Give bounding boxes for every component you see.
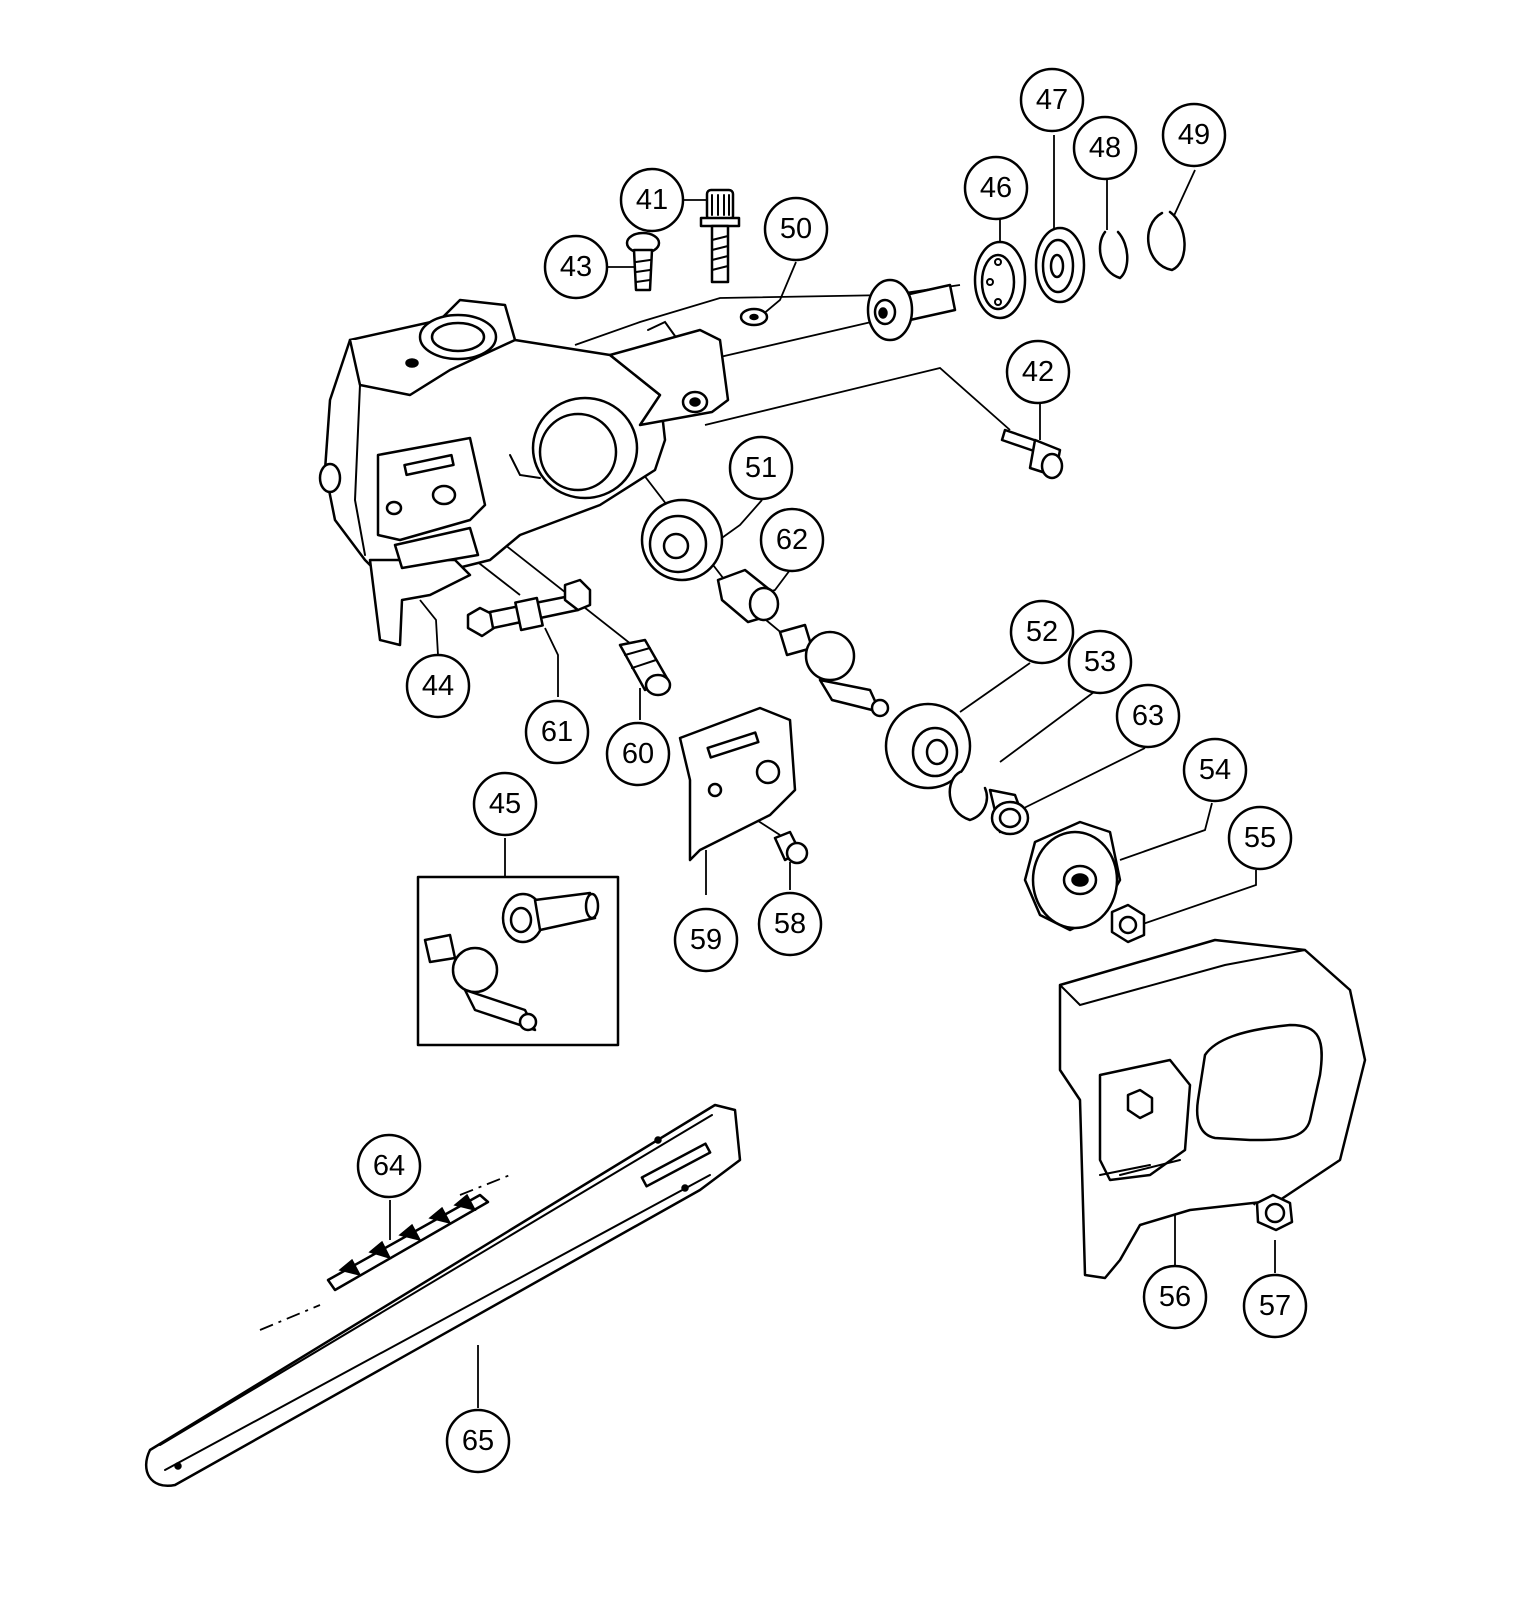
bearing-51 — [640, 498, 724, 582]
callout-44: 44 — [405, 653, 471, 719]
callout-57: 57 — [1242, 1273, 1308, 1339]
screw-58 — [773, 830, 809, 865]
saw-chain-64 — [326, 1193, 490, 1292]
callout-65: 65 — [445, 1408, 511, 1474]
pin-60 — [618, 638, 672, 697]
clip-53 — [948, 770, 989, 822]
circlip-49 — [1146, 210, 1186, 272]
callout-label-49: 49 — [1178, 119, 1210, 151]
callout-label-45: 45 — [489, 788, 521, 820]
callout-label-42: 42 — [1022, 356, 1054, 388]
callout-59: 59 — [673, 907, 739, 973]
gear-case-housing — [318, 298, 730, 647]
callout-label-56: 56 — [1159, 1281, 1191, 1313]
shaft-flange — [866, 278, 957, 342]
callout-63: 63 — [1115, 683, 1181, 749]
callout-64: 64 — [356, 1133, 422, 1199]
nut-57 — [1255, 1193, 1294, 1232]
callout-56: 56 — [1142, 1264, 1208, 1330]
callout-label-48: 48 — [1089, 132, 1121, 164]
nut-55 — [1110, 903, 1146, 944]
callout-label-44: 44 — [422, 670, 454, 702]
callout-51: 51 — [728, 435, 794, 501]
callout-label-60: 60 — [622, 738, 654, 770]
callout-48: 48 — [1072, 115, 1138, 181]
callout-label-61: 61 — [541, 716, 573, 748]
callout-label-65: 65 — [462, 1425, 494, 1457]
guide-plate-54 — [1023, 820, 1122, 932]
clip-48 — [1098, 230, 1129, 280]
guide-bar-65 — [144, 1103, 742, 1488]
callout-label-51: 51 — [745, 452, 777, 484]
callout-label-50: 50 — [780, 213, 812, 245]
callout-41: 41 — [619, 167, 685, 233]
callout-label-43: 43 — [560, 251, 592, 283]
callout-42: 42 — [1005, 339, 1071, 405]
callout-label-55: 55 — [1244, 822, 1276, 854]
callout-54: 54 — [1182, 737, 1248, 803]
callout-53: 53 — [1067, 629, 1133, 695]
callout-label-47: 47 — [1036, 84, 1068, 116]
callout-label-46: 46 — [980, 172, 1012, 204]
callout-43: 43 — [543, 234, 609, 300]
bolt-42 — [1000, 428, 1064, 480]
callout-label-59: 59 — [690, 924, 722, 956]
callout-61: 61 — [524, 699, 590, 765]
callout-55: 55 — [1227, 805, 1293, 871]
callout-50: 50 — [763, 196, 829, 262]
plate-59 — [678, 706, 797, 862]
bearing-46 — [973, 240, 1027, 320]
callout-label-41: 41 — [636, 184, 668, 216]
callout-60: 60 — [605, 721, 671, 787]
callout-label-62: 62 — [776, 524, 808, 556]
callout-label-58: 58 — [774, 908, 806, 940]
callout-52: 52 — [1009, 599, 1075, 665]
sprocket-cover-56 — [1058, 938, 1367, 1280]
callout-label-52: 52 — [1026, 616, 1058, 648]
callout-label-64: 64 — [373, 1150, 405, 1182]
callout-label-54: 54 — [1199, 754, 1231, 786]
callout-45: 45 — [472, 771, 538, 837]
output-shaft — [778, 623, 890, 718]
callout-label-53: 53 — [1084, 646, 1116, 678]
callout-label-63: 63 — [1132, 700, 1164, 732]
chain-adjuster-61 — [466, 578, 592, 638]
sprocket-52 — [884, 702, 972, 790]
sleeve-63 — [988, 788, 1030, 836]
callout-47: 47 — [1019, 67, 1085, 133]
screw-43 — [625, 231, 661, 292]
bolt-41 — [699, 188, 741, 284]
callout-49: 49 — [1161, 102, 1227, 168]
callout-label-57: 57 — [1259, 1290, 1291, 1322]
callout-58: 58 — [757, 891, 823, 957]
bearing-47 — [1034, 226, 1086, 304]
sprocket-nut-62 — [716, 568, 780, 624]
callout-46: 46 — [963, 155, 1029, 221]
callout-62: 62 — [759, 507, 825, 573]
kit-box-45 — [416, 875, 620, 1047]
